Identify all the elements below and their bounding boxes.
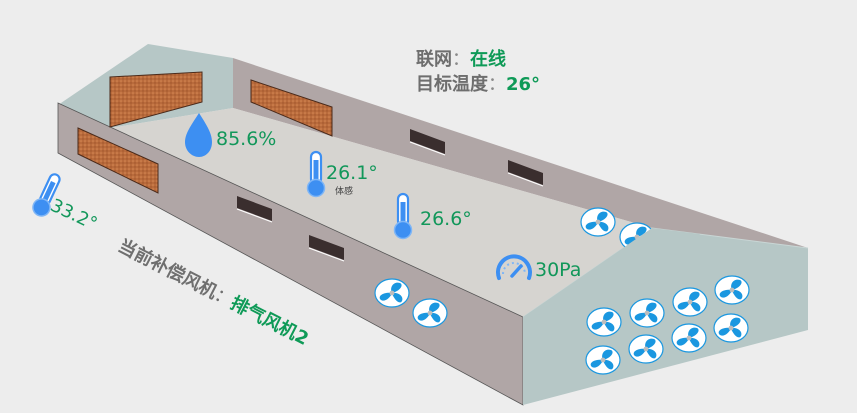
- status-panel: 联网：在线 目标温度：26°: [416, 47, 540, 97]
- fan-icon: [374, 278, 410, 308]
- fan-icon: [585, 345, 621, 375]
- fan-icon: [586, 307, 622, 337]
- pressure-reading: 30Pa: [535, 259, 582, 281]
- humidity-reading: 85.6%: [216, 128, 277, 150]
- fan-icon: [580, 207, 616, 237]
- feels-like-label: 体感: [335, 187, 354, 197]
- indoor-temp-reading: 26.6°: [420, 208, 472, 230]
- barn-floor: [58, 105, 652, 317]
- fan-icon: [672, 287, 708, 317]
- network-label: 联网: [416, 49, 452, 70]
- cooling-pad-back: [109, 71, 203, 128]
- water-drop-icon: [185, 113, 212, 157]
- fan-icon: [714, 275, 750, 305]
- network-value: 在线: [470, 49, 506, 70]
- back-long-wall: [233, 58, 808, 248]
- cooling-pad-front: [77, 127, 159, 194]
- fan-icon: [671, 323, 707, 353]
- cooling-pad-side: [250, 79, 333, 137]
- fan-icon: [628, 334, 664, 364]
- gauge-icon: [496, 254, 532, 280]
- network-status: 联网：在线: [416, 49, 506, 70]
- fan-icon: [713, 313, 749, 343]
- fan-icon: [412, 298, 448, 328]
- thermometer-icon: [306, 150, 326, 198]
- feels-like-temp-reading: 26.1°: [326, 162, 378, 184]
- target-temp-value: 26°: [506, 74, 541, 95]
- thermometer-icon: [393, 192, 413, 240]
- fan-icon: [629, 298, 665, 328]
- target-temperature: 目标温度：26°: [416, 74, 541, 95]
- target-temp-label: 目标温度: [416, 74, 488, 95]
